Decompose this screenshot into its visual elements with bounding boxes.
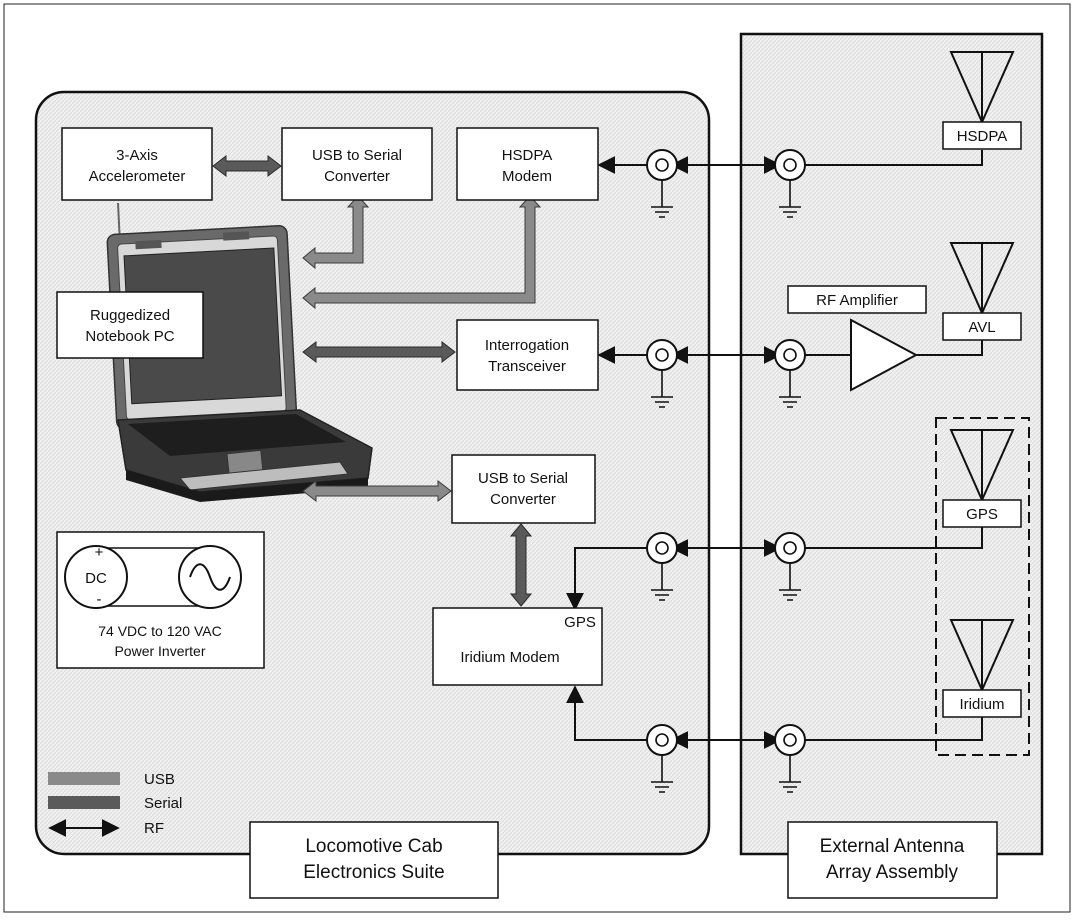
rf-gps-antenna-feed	[800, 526, 983, 549]
legend-serial-swatch	[48, 796, 120, 809]
usb-serial-top-label-line1: USB to Serial	[312, 147, 402, 164]
notebook-label-line1: Ruggedized	[90, 307, 170, 324]
interrogation-transceiver-box	[456, 319, 599, 391]
iridium-modem-gps-port: GPS	[564, 614, 596, 631]
antenna-avl-box	[942, 312, 1022, 341]
usb-link-hsdpa-notebook	[302, 195, 542, 310]
coax-connector	[646, 149, 678, 218]
rf-amplifier-label-box	[787, 285, 927, 314]
legend-usb-swatch	[48, 772, 120, 785]
hsdpa-modem-label-line2: Modem	[502, 168, 552, 185]
usb-serial-bottom-label-line1: USB to Serial	[478, 470, 568, 487]
antenna-iridium-label: Iridium	[959, 696, 1004, 713]
usb-serial-converter-bottom-box	[451, 454, 596, 524]
hsdpa-modem-label-line1: HSDPA	[502, 147, 553, 164]
dc-minus-sign: -	[97, 591, 102, 608]
cab-panel-title-line1: Locomotive Cab	[305, 836, 442, 857]
antenna-icon	[949, 429, 1015, 503]
serial-link-converter-iridium	[509, 523, 533, 607]
rf-amplifier-triangle	[850, 318, 919, 392]
usb-serial-converter-top-box	[281, 127, 433, 201]
array-panel-title-line1: External Antenna	[820, 836, 965, 857]
interrogation-label-line1: Interrogation	[485, 337, 569, 354]
coax-connector	[646, 724, 678, 793]
sine-wave-icon	[189, 563, 231, 591]
usb-serial-top-label-line2: Converter	[324, 168, 390, 185]
antenna-gps-box	[942, 499, 1022, 528]
array-panel-title-box	[787, 821, 998, 899]
rf-iridium-antenna-feed	[800, 716, 983, 741]
antenna-hsdpa-label: HSDPA	[957, 128, 1008, 145]
serial-link-accel-converter	[212, 154, 282, 178]
dc-plus-sign: +	[95, 544, 104, 561]
coax-connector	[774, 339, 806, 408]
coax-connector	[774, 724, 806, 793]
coax-connector	[774, 532, 806, 601]
rf-iridium-to-modem	[566, 685, 652, 741]
dc-source-circle	[64, 545, 128, 609]
cab-panel-title-line2: Electronics Suite	[303, 862, 445, 883]
usb-serial-bottom-label-line2: Converter	[490, 491, 556, 508]
accelerometer-box	[61, 127, 213, 201]
usb-link-converter-notebook	[302, 195, 370, 270]
antenna-icon	[949, 51, 1015, 125]
outer-frame	[3, 3, 1071, 913]
rf-gps-to-iridium-modem	[566, 547, 652, 611]
rf-amplifier-label: RF Amplifier	[816, 292, 898, 309]
antenna-icon	[949, 619, 1015, 693]
antenna-gps-label: GPS	[966, 506, 998, 523]
rf-hsdpa-antenna-feed	[800, 150, 983, 166]
dc-label: DC	[85, 570, 107, 587]
power-inverter-caption-line2: Power Inverter	[114, 643, 205, 659]
antenna-hsdpa-box	[942, 121, 1022, 150]
array-panel-title-line2: Array Assembly	[826, 862, 958, 883]
cab-panel-title-box	[249, 821, 499, 899]
hsdpa-modem-box	[456, 127, 599, 201]
notebook-label-box	[56, 291, 204, 359]
power-inverter-caption-line1: 74 VDC to 120 VAC	[98, 623, 221, 639]
legend-usb-label: USB	[144, 771, 175, 788]
antenna-icon	[949, 242, 1015, 316]
legend-serial-label: Serial	[144, 795, 182, 812]
coax-connector	[646, 532, 678, 601]
serial-link-notebook-interrogation	[302, 340, 456, 364]
legend-rf-label: RF	[144, 820, 164, 837]
coax-connector	[774, 149, 806, 218]
accelerometer-label-line2: Accelerometer	[89, 168, 186, 185]
interrogation-label-line2: Transceiver	[488, 358, 566, 375]
iridium-modem-label: Iridium Modem	[460, 649, 559, 666]
antenna-iridium-box	[942, 689, 1022, 718]
antenna-avl-label: AVL	[968, 319, 995, 336]
accelerometer-label-line1: 3-Axis	[116, 147, 158, 164]
coax-connector	[646, 339, 678, 408]
iridium-modem-box	[432, 607, 603, 686]
gps-iridium-dashed-group	[935, 417, 1030, 756]
rf-amplifier-to-avl	[916, 340, 983, 356]
usb-link-notebook-converter	[302, 479, 452, 503]
notebook-label-line2: Notebook PC	[85, 328, 174, 345]
